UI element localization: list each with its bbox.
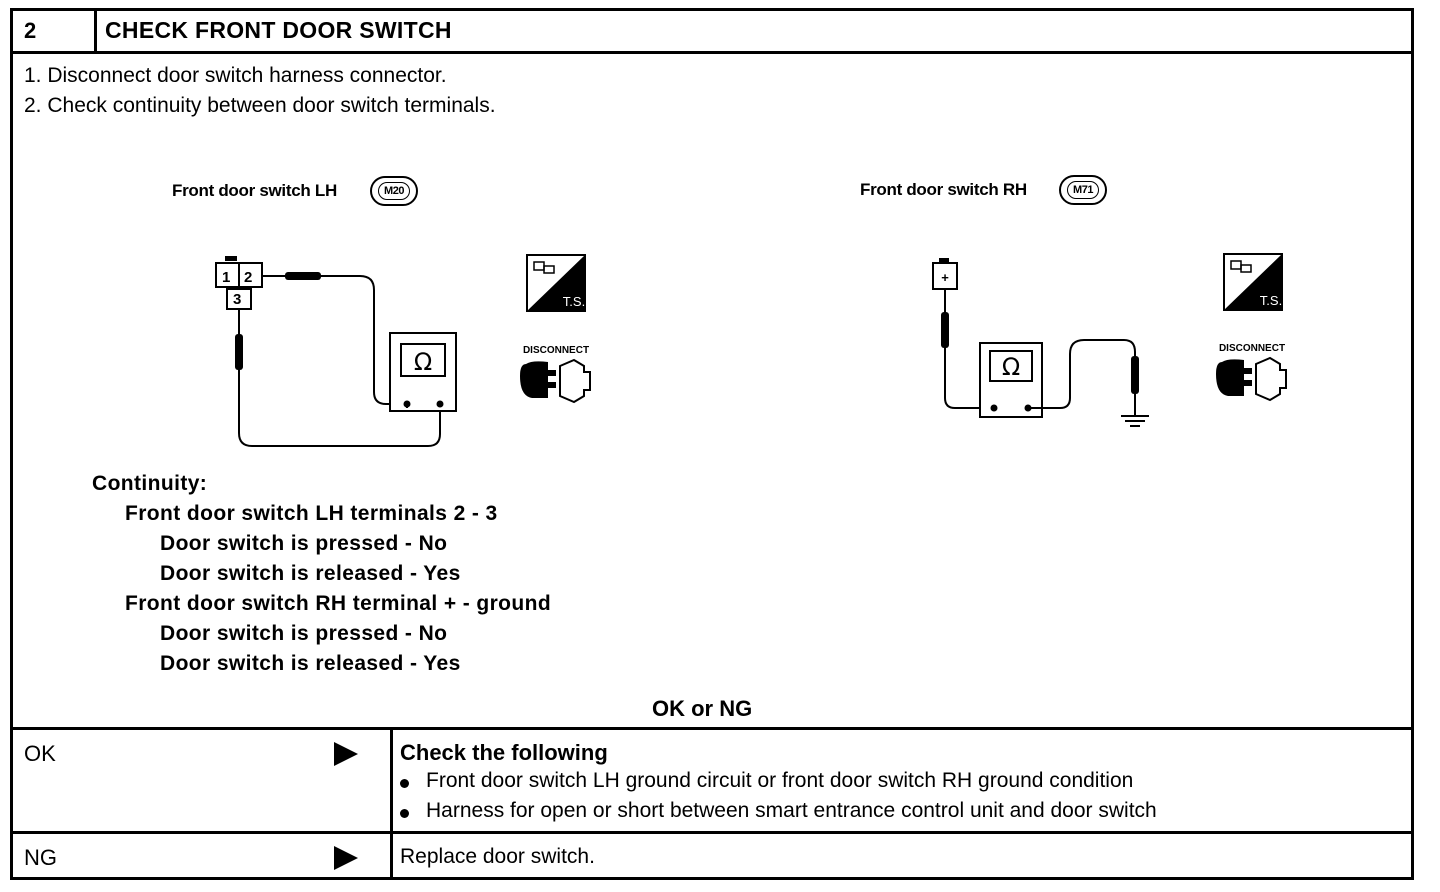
lh-terminal-2: 2 (244, 269, 252, 286)
instruction-step-2: 2. Check continuity between door switch … (24, 94, 496, 117)
result-column-divider (390, 727, 393, 880)
header-divider (94, 8, 97, 54)
rh-switch-label: Front door switch RH (860, 180, 1027, 199)
instruction-step-1: 1. Disconnect door switch harness connec… (24, 64, 447, 87)
continuity-lh-terminals: Front door switch LH terminals 2 - 3 (125, 502, 498, 525)
continuity-rh-pressed: Door switch is pressed - No (160, 622, 448, 645)
rh-connector-badge: M71 (1059, 175, 1107, 205)
continuity-lh-pressed: Door switch is pressed - No (160, 532, 448, 555)
lh-disconnect-label: DISCONNECT (523, 345, 589, 356)
continuity-heading: Continuity: (92, 472, 208, 495)
ng-arrow-icon (334, 846, 358, 870)
header-row (10, 8, 1414, 54)
lh-disconnect-icon: DISCONNECT (520, 345, 591, 404)
ok-bullet-1-text: Front door switch LH ground circuit or f… (426, 769, 1134, 792)
ok-arrow-icon (334, 742, 358, 766)
ok-heading: Check the following (400, 740, 608, 765)
rh-disconnect-icon: DISCONNECT (1216, 343, 1287, 402)
rh-ohm-symbol: Ω (1002, 353, 1020, 381)
ng-label: NG (24, 845, 57, 870)
rh-connector-id: M71 (1067, 181, 1099, 199)
lh-ts-text: T.S. (563, 294, 585, 309)
rh-terminal-plus: + (941, 270, 949, 285)
continuity-lh-released: Door switch is released - Yes (160, 562, 461, 585)
ok-bullet-2-text: Harness for open or short between smart … (426, 799, 1157, 822)
ng-action: Replace door switch. (400, 845, 595, 868)
ok-label: OK (24, 741, 56, 766)
rh-ts-text: T.S. (1260, 293, 1282, 308)
lh-test-switch-icon: T.S. (526, 254, 586, 312)
lh-terminal-3: 3 (233, 291, 241, 308)
lh-terminal-1: 1 (222, 269, 230, 286)
continuity-rh-terminal: Front door switch RH terminal + - ground (125, 592, 552, 615)
result-divider-top (10, 727, 1414, 730)
lh-switch-label: Front door switch LH (172, 181, 337, 200)
rh-disconnect-label: DISCONNECT (1219, 343, 1285, 354)
rh-test-switch-icon: T.S. (1223, 253, 1283, 311)
continuity-rh-released: Door switch is released - Yes (160, 652, 461, 675)
lh-connector-id: M20 (378, 182, 410, 200)
step-number: 2 (24, 18, 37, 43)
result-divider-middle (10, 831, 1414, 834)
procedure-frame (10, 8, 1414, 880)
page-title: CHECK FRONT DOOR SWITCH (105, 17, 452, 43)
ok-or-ng-prompt: OK or NG (652, 696, 753, 721)
lh-connector-badge: M20 (370, 176, 418, 206)
lh-ohm-symbol: Ω (414, 348, 432, 376)
